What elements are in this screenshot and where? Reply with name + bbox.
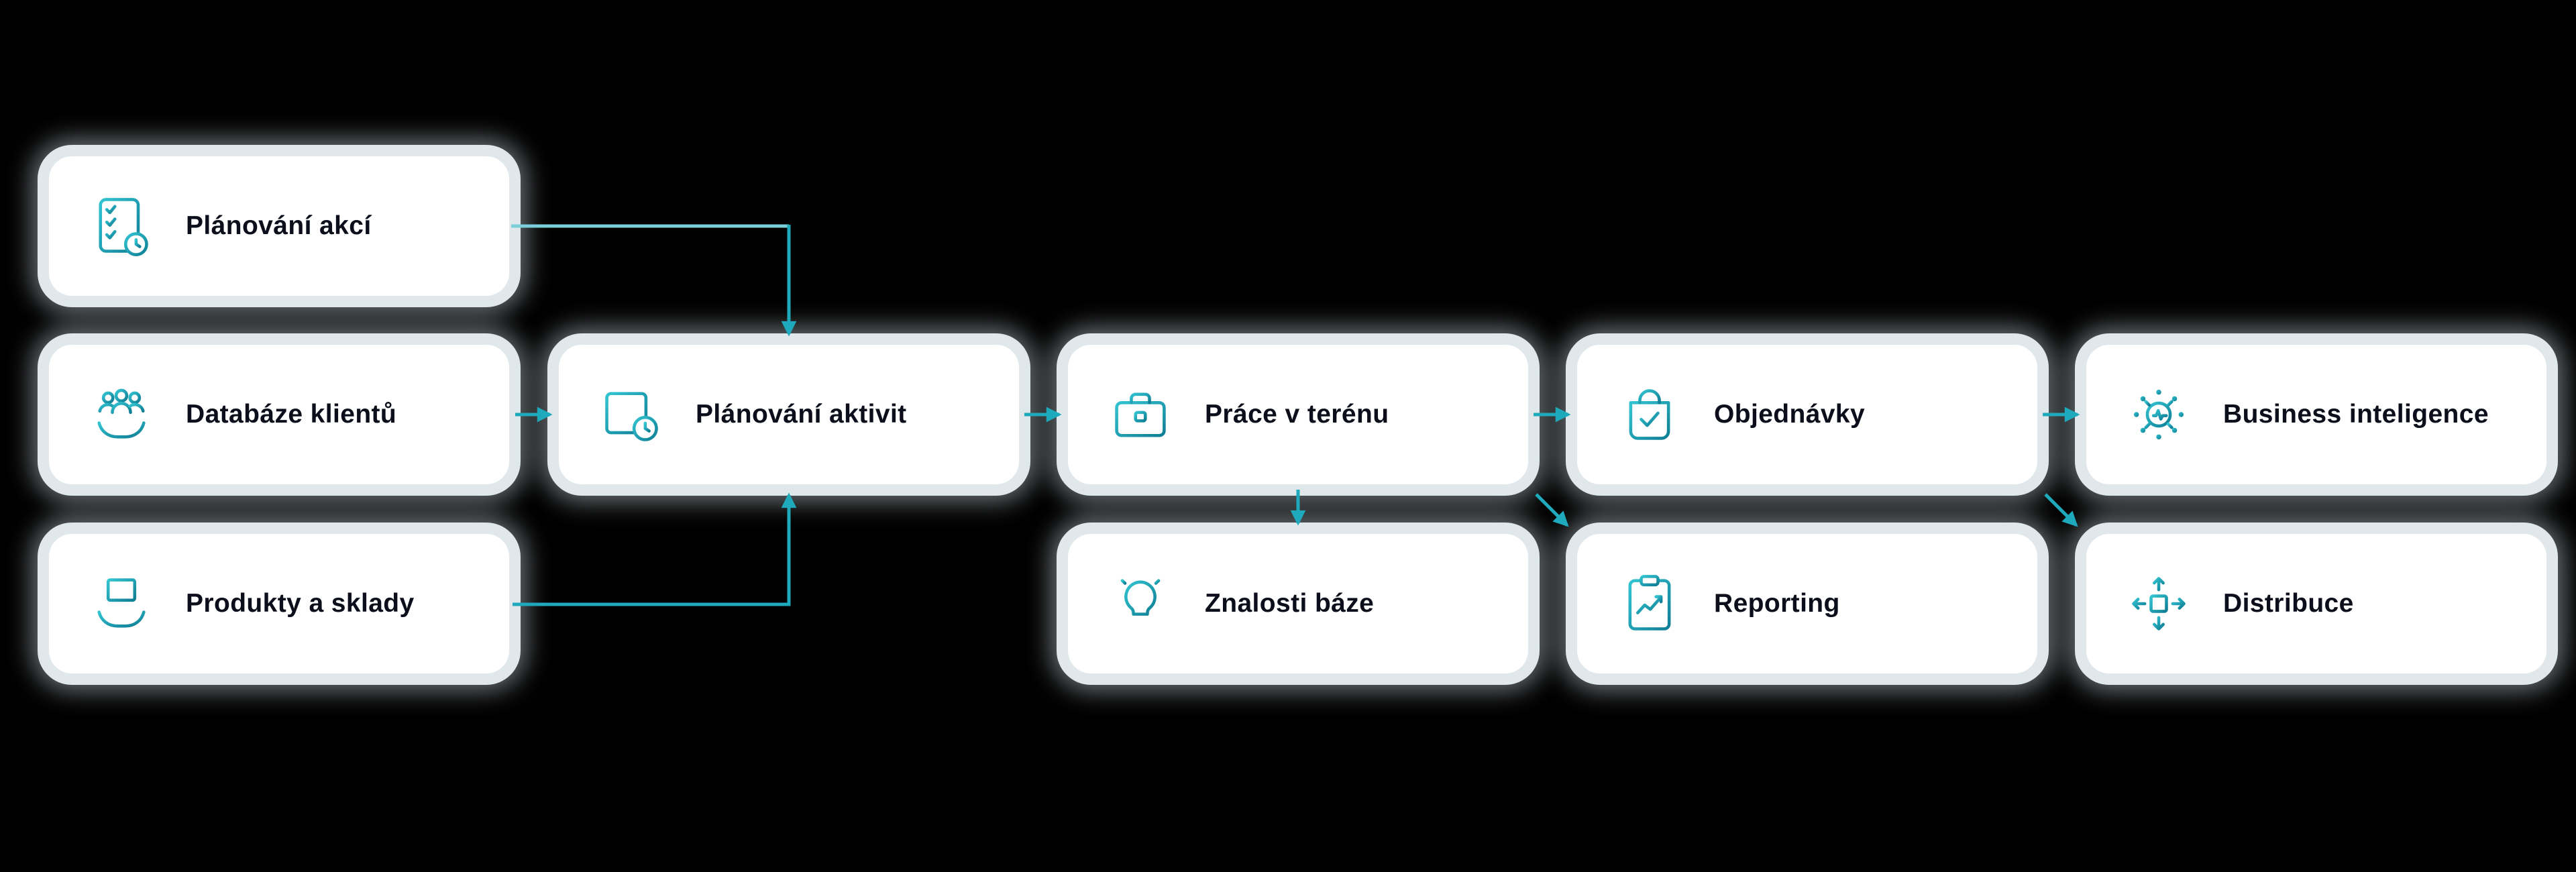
node-label: Reporting — [1714, 589, 1840, 618]
hand-box-icon — [88, 570, 155, 637]
node-label: Produkty a sklady — [186, 589, 415, 618]
briefcase-icon — [1107, 381, 1174, 448]
shopping-bag-check-icon — [1616, 381, 1683, 448]
clients-icon — [88, 381, 155, 448]
edge-prace-v-terenu-to-reporting — [1535, 493, 1569, 527]
node-label: Plánování aktivit — [696, 400, 907, 429]
node-reporting: Reporting — [1577, 534, 2037, 673]
node-business-inteligence: Business inteligence — [2086, 345, 2546, 484]
calendar-clock-icon — [598, 381, 665, 448]
node-databaze-klientu: Databáze klientů — [49, 345, 509, 484]
node-label: Databáze klientů — [186, 400, 397, 429]
node-planovani-aktivit: Plánování aktivit — [559, 345, 1019, 484]
node-planovani-akci: Plánování akcí — [49, 156, 509, 296]
node-prace-v-terenu: Práce v terénu — [1068, 345, 1528, 484]
node-label: Plánování akcí — [186, 211, 372, 240]
distribution-icon — [2125, 570, 2192, 637]
edge-produkty-a-sklady-to-planovani-aktivit — [513, 492, 797, 606]
edge-objednavky-to-distribuce — [2044, 493, 2078, 527]
node-znalosti-baze: Znalosti báze — [1068, 534, 1528, 673]
node-label: Distribuce — [2223, 589, 2354, 618]
node-label: Znalosti báze — [1205, 589, 1375, 618]
report-chart-icon — [1616, 570, 1683, 637]
node-label: Business inteligence — [2223, 400, 2489, 429]
checklist-clock-icon — [88, 193, 155, 260]
node-distribuce: Distribuce — [2086, 534, 2546, 673]
node-label: Práce v terénu — [1205, 400, 1389, 429]
lightbulb-icon — [1107, 570, 1174, 637]
node-produkty-a-sklady: Produkty a sklady — [49, 534, 509, 673]
network-hub-icon — [2125, 381, 2192, 448]
node-objednavky: Objednávky — [1577, 345, 2037, 484]
node-label: Objednávky — [1714, 400, 1866, 429]
